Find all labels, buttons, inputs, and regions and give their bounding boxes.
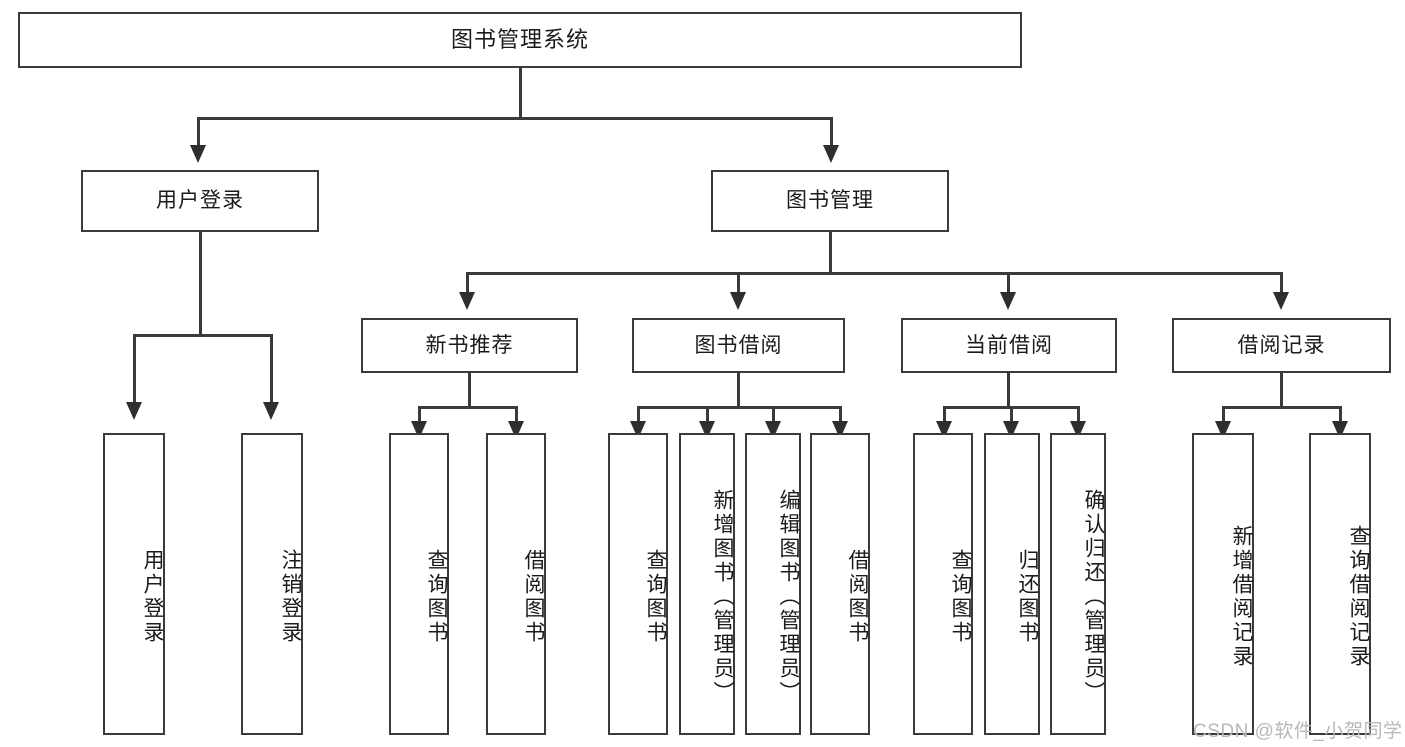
node-leaf-edit-book-admin[interactable]: 编辑图书（管理员） bbox=[745, 433, 801, 735]
connector-current-to-leaf-1 bbox=[943, 406, 946, 424]
connector-records-to-leaf-1 bbox=[1222, 406, 1225, 424]
connector-root-bus bbox=[197, 117, 833, 120]
node-label: 借阅记录 bbox=[1237, 333, 1326, 357]
connector-borrow-to-leaf-3 bbox=[772, 406, 775, 424]
connector-login-to-leaf-2 bbox=[270, 334, 273, 404]
node-label: 新增借阅记录 bbox=[1230, 525, 1253, 669]
arrow-login-to-leaf-2 bbox=[263, 402, 279, 420]
connector-newbook-to-leaf-1 bbox=[418, 406, 421, 424]
connector-login-bus bbox=[133, 334, 272, 337]
connector-bookmgmt-to-records bbox=[1280, 272, 1283, 294]
node-label: 用户登录 bbox=[156, 189, 244, 213]
node-label: 当前借阅 bbox=[965, 333, 1053, 357]
node-root-system[interactable]: 图书管理系统 bbox=[18, 12, 1022, 68]
node-label: 新增图书（管理员） bbox=[711, 489, 734, 705]
node-book-borrow[interactable]: 图书借阅 bbox=[632, 318, 845, 373]
connector-current-to-leaf-3 bbox=[1077, 406, 1080, 424]
node-label: 查询借阅记录 bbox=[1347, 525, 1370, 669]
node-borrow-records[interactable]: 借阅记录 bbox=[1172, 318, 1391, 373]
node-label: 查询图书 bbox=[425, 549, 448, 645]
node-leaf-borrow-books-1[interactable]: 借阅图书 bbox=[486, 433, 546, 735]
arrow-bookmgmt-to-borrow bbox=[730, 292, 746, 310]
connector-root-to-book-mgmt bbox=[830, 117, 833, 147]
connector-newbook-stem bbox=[468, 373, 471, 408]
node-label: 确认归还（管理员） bbox=[1082, 489, 1105, 705]
connector-newbook-bus bbox=[418, 406, 518, 409]
node-label: 用户登录 bbox=[141, 549, 164, 645]
arrow-bookmgmt-to-records bbox=[1273, 292, 1289, 310]
node-label: 查询图书 bbox=[949, 549, 972, 645]
connector-current-stem bbox=[1007, 373, 1010, 408]
connector-borrow-to-leaf-4 bbox=[839, 406, 842, 424]
arrow-bookmgmt-to-new-books bbox=[459, 292, 475, 310]
node-label: 图书借阅 bbox=[694, 333, 783, 357]
connector-records-bus bbox=[1222, 406, 1342, 409]
node-leaf-add-borrow-record[interactable]: 新增借阅记录 bbox=[1192, 433, 1254, 735]
node-leaf-confirm-return-admin[interactable]: 确认归还（管理员） bbox=[1050, 433, 1106, 735]
node-new-book-recommend[interactable]: 新书推荐 bbox=[361, 318, 578, 373]
connector-borrow-to-leaf-2 bbox=[706, 406, 709, 424]
node-book-management[interactable]: 图书管理 bbox=[711, 170, 949, 232]
node-label: 编辑图书（管理员） bbox=[777, 489, 800, 705]
connector-borrow-stem bbox=[737, 373, 740, 408]
connector-borrow-to-leaf-1 bbox=[637, 406, 640, 424]
node-leaf-borrow-books-2[interactable]: 借阅图书 bbox=[810, 433, 870, 735]
node-leaf-query-books-3[interactable]: 查询图书 bbox=[913, 433, 973, 735]
connector-login-to-leaf-1 bbox=[133, 334, 136, 404]
node-leaf-query-books-1[interactable]: 查询图书 bbox=[389, 433, 449, 735]
connector-records-stem bbox=[1280, 373, 1283, 408]
node-leaf-user-login[interactable]: 用户登录 bbox=[103, 433, 165, 735]
arrow-login-to-leaf-1 bbox=[126, 402, 142, 420]
connector-bookmgmt-to-borrow bbox=[737, 272, 740, 294]
arrow-root-to-login bbox=[190, 145, 206, 163]
connector-borrow-bus bbox=[637, 406, 842, 409]
connector-root-stem bbox=[519, 68, 522, 118]
node-leaf-return-books[interactable]: 归还图书 bbox=[984, 433, 1040, 735]
node-leaf-logout[interactable]: 注销登录 bbox=[241, 433, 303, 735]
node-label: 借阅图书 bbox=[522, 549, 545, 645]
connector-root-to-login bbox=[197, 117, 200, 147]
connector-login-stem bbox=[199, 232, 202, 336]
node-label: 注销登录 bbox=[279, 549, 302, 645]
node-label: 图书管理系统 bbox=[450, 26, 589, 52]
watermark-text: CSDN @软件_小贺同学 bbox=[1193, 721, 1403, 742]
node-label: 归还图书 bbox=[1016, 549, 1039, 645]
connector-bookmgmt-to-new-books bbox=[466, 272, 469, 294]
node-leaf-add-book-admin[interactable]: 新增图书（管理员） bbox=[679, 433, 735, 735]
node-label: 图书管理 bbox=[786, 189, 874, 213]
connector-bookmgmt-stem bbox=[829, 232, 832, 274]
connector-newbook-to-leaf-2 bbox=[515, 406, 518, 424]
connector-current-to-leaf-2 bbox=[1010, 406, 1013, 424]
node-user-login[interactable]: 用户登录 bbox=[81, 170, 319, 232]
connector-records-to-leaf-2 bbox=[1339, 406, 1342, 424]
connector-bookmgmt-bus bbox=[466, 272, 1283, 275]
node-leaf-query-borrow-record[interactable]: 查询借阅记录 bbox=[1309, 433, 1371, 735]
arrow-root-to-book-mgmt bbox=[823, 145, 839, 163]
node-leaf-query-books-2[interactable]: 查询图书 bbox=[608, 433, 668, 735]
connector-bookmgmt-to-current bbox=[1007, 272, 1010, 294]
arrow-bookmgmt-to-current bbox=[1000, 292, 1016, 310]
node-current-borrow[interactable]: 当前借阅 bbox=[901, 318, 1117, 373]
node-label: 借阅图书 bbox=[846, 549, 869, 645]
node-label: 新书推荐 bbox=[425, 333, 514, 357]
node-label: 查询图书 bbox=[644, 549, 667, 645]
